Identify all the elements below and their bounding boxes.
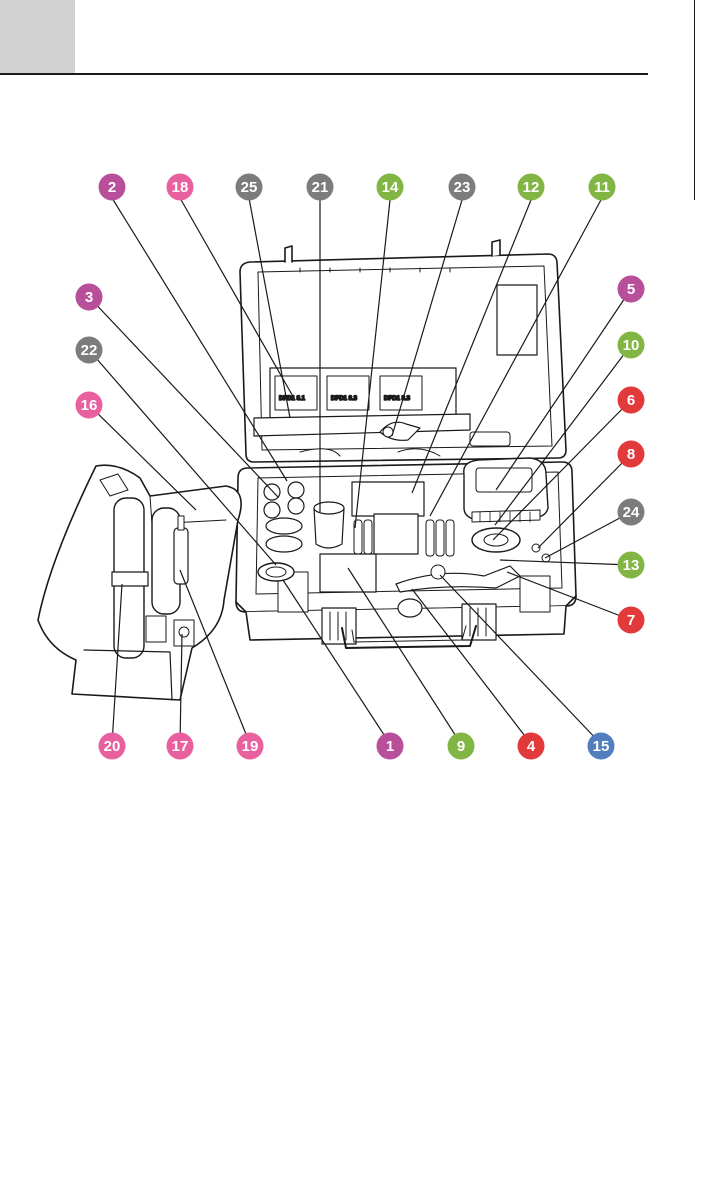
- callout-number: 17: [172, 738, 189, 755]
- tool-pouch: [38, 465, 241, 700]
- callout-14: 14: [377, 174, 404, 201]
- callout-number: 24: [623, 504, 640, 521]
- callout-11: 11: [589, 174, 616, 201]
- callout-4: 4: [518, 733, 545, 760]
- callout-16: 16: [76, 392, 103, 419]
- callout-number: 6: [627, 392, 635, 409]
- callout-number: 12: [523, 179, 540, 196]
- callout-number: 20: [104, 738, 121, 755]
- callout-number: 5: [627, 281, 635, 298]
- callout-number: 19: [242, 738, 259, 755]
- callout-number: 15: [593, 738, 610, 755]
- callout-10: 10: [618, 332, 645, 359]
- case-base: [236, 458, 576, 648]
- callout-15: 15: [588, 733, 615, 760]
- callout-number: 9: [457, 738, 465, 755]
- callout-3: 3: [76, 284, 103, 311]
- callout-number: 7: [627, 612, 635, 629]
- case-lid: DPD1 8.1 DPD1 8.3 DPD1 8.3: [240, 240, 566, 462]
- callout-9: 9: [448, 733, 475, 760]
- packet-label: DPD1 8.1: [279, 396, 306, 402]
- callout-number: 22: [81, 342, 98, 359]
- callout-1: 1: [377, 733, 404, 760]
- callout-number: 2: [108, 179, 116, 196]
- callout-18: 18: [167, 174, 194, 201]
- packet-label: DPD1 8.3: [384, 396, 411, 402]
- callout-25: 25: [236, 174, 263, 201]
- callout-12: 12: [518, 174, 545, 201]
- callout-number: 14: [382, 179, 399, 196]
- callout-number: 16: [81, 397, 98, 414]
- callout-number: 25: [241, 179, 258, 196]
- callout-13: 13: [618, 552, 645, 579]
- callout-22: 22: [76, 337, 103, 364]
- callout-number: 3: [85, 289, 93, 306]
- callout-number: 11: [594, 179, 610, 196]
- callout-number: 8: [627, 446, 635, 463]
- callout-number: 23: [454, 179, 471, 196]
- callout-20: 20: [99, 733, 126, 760]
- callout-17: 17: [167, 733, 194, 760]
- packet-label: DPD1 8.3: [331, 396, 358, 402]
- callout-number: 4: [527, 738, 536, 755]
- callout-19: 19: [237, 733, 264, 760]
- callout-2: 2: [99, 174, 126, 201]
- callout-7: 7: [618, 607, 645, 634]
- callout-24: 24: [618, 499, 645, 526]
- callout-21: 21: [307, 174, 334, 201]
- callout-number: 21: [312, 179, 329, 196]
- callout-number: 13: [623, 557, 640, 574]
- callout-number: 10: [623, 337, 640, 354]
- callout-number: 18: [172, 179, 189, 196]
- callout-8: 8: [618, 441, 645, 468]
- callout-5: 5: [618, 276, 645, 303]
- callout-6: 6: [618, 387, 645, 414]
- callout-23: 23: [449, 174, 476, 201]
- callout-number: 1: [386, 738, 394, 755]
